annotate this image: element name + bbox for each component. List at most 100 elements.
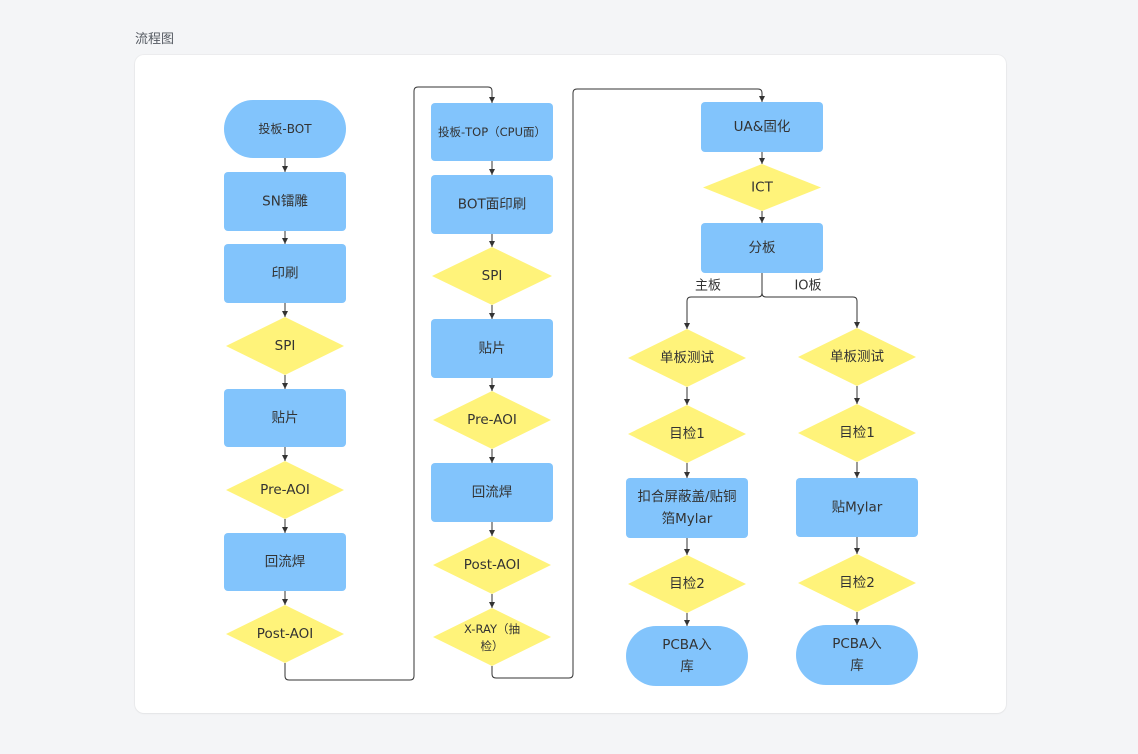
top-side-flow: 投板-TOP（CPU面） BOT面印刷 SPI 贴片 Pre-AOI 回流焊 P… <box>431 103 553 666</box>
process-shape <box>224 533 346 591</box>
node-label: 贴片 <box>272 410 299 426</box>
node-label-line-1: X-RAY（抽 <box>464 622 520 636</box>
decision-node-pre-aoi: Pre-AOI <box>433 391 551 449</box>
node-label-line-2: 检） <box>481 639 504 653</box>
node-label-line-1: PCBA入 <box>832 636 882 652</box>
decision-shape <box>226 605 344 663</box>
node-label: 投板-BOT <box>258 121 312 136</box>
column-link-connector <box>491 88 765 679</box>
node-label: Post-AOI <box>257 626 313 642</box>
process-node-shield-cover-mylar: 扣合屏蔽盖/贴铜 箔Mylar <box>626 478 748 538</box>
process-shape <box>701 102 823 152</box>
process-shape <box>224 389 346 447</box>
bot-side-flow: 投板-BOT SN镭雕 印刷 SPI 贴片 Pre-AOI 回流焊 Post- <box>224 100 346 663</box>
assembly-flow: UA&固化 ICT 分板 主板 IO板 <box>695 102 823 294</box>
end-node-pcba-storage: PCBA入 库 <box>796 625 918 685</box>
node-label: 目检1 <box>839 425 875 441</box>
node-label-line-1: 扣合屏蔽盖/贴铜 <box>637 489 736 505</box>
decision-shape <box>628 555 746 613</box>
decision-node-pre-aoi: Pre-AOI <box>226 461 344 519</box>
node-label: Pre-AOI <box>260 482 310 498</box>
main-board-branch: 单板测试 目检1 扣合屏蔽盖/贴铜 箔Mylar 目检2 PCBA入 库 <box>626 329 748 686</box>
node-label: SPI <box>275 338 296 354</box>
start-node-bot-loading: 投板-BOT <box>224 100 346 158</box>
node-label: BOT面印刷 <box>458 197 526 213</box>
node-label: 分板 <box>749 240 777 256</box>
terminal-shape <box>626 626 748 686</box>
process-node-ua-curing: UA&固化 <box>701 102 823 152</box>
node-label: Pre-AOI <box>467 412 517 428</box>
decision-shape <box>628 405 746 463</box>
decision-node-visual-inspection-1: 目检1 <box>798 404 916 462</box>
decision-shape <box>798 404 916 462</box>
branch-label-main-board: 主板 <box>695 279 721 294</box>
terminal-shape <box>796 625 918 685</box>
decision-node-visual-inspection-2: 目检2 <box>798 554 916 612</box>
process-node-reflow: 回流焊 <box>224 533 346 591</box>
node-label: UA&固化 <box>734 119 791 135</box>
process-shape <box>431 175 553 234</box>
decision-node-xray-sampling: X-RAY（抽 检） <box>433 608 551 666</box>
page-title: 流程图 <box>135 32 175 47</box>
node-label: 单板测试 <box>660 350 714 366</box>
node-label: SPI <box>482 268 503 284</box>
process-node-sn-laser-marking: SN镭雕 <box>224 172 346 231</box>
process-node-placement: 贴片 <box>224 389 346 447</box>
process-shape <box>224 172 346 231</box>
process-shape <box>431 103 553 161</box>
node-label: 投板-TOP（CPU面） <box>438 125 546 139</box>
node-label: 贴片 <box>479 341 506 357</box>
decision-shape <box>798 554 916 612</box>
column-link-connector <box>284 86 495 681</box>
process-node-printing: 印刷 <box>224 244 346 303</box>
process-node-reflow: 回流焊 <box>431 463 553 522</box>
end-node-pcba-storage: PCBA入 库 <box>626 626 748 686</box>
decision-shape <box>433 391 551 449</box>
decision-shape <box>432 247 552 305</box>
node-label: 贴Mylar <box>832 500 883 516</box>
node-label: 回流焊 <box>472 485 513 501</box>
decision-shape <box>433 536 551 594</box>
node-label: 目检1 <box>669 426 705 442</box>
node-label: 印刷 <box>272 266 299 282</box>
process-node-bot-face-printing: BOT面印刷 <box>431 175 553 234</box>
decision-node-ict: ICT <box>703 164 821 211</box>
decision-node-board-test: 单板测试 <box>798 328 916 386</box>
decision-node-post-aoi: Post-AOI <box>226 605 344 663</box>
node-label: 目检2 <box>839 575 875 591</box>
connectors <box>282 86 860 681</box>
node-label-line-2: 库 <box>680 659 694 675</box>
decision-shape <box>226 317 344 375</box>
decision-node-visual-inspection-1: 目检1 <box>628 405 746 463</box>
process-shape <box>431 319 553 378</box>
node-label: SN镭雕 <box>262 194 308 210</box>
node-label-line-1: PCBA入 <box>662 637 712 653</box>
decision-node-visual-inspection-2: 目检2 <box>628 555 746 613</box>
process-shape <box>224 244 346 303</box>
process-shape <box>701 223 823 273</box>
process-shape <box>796 478 918 537</box>
node-label-line-2: 箔Mylar <box>662 511 713 527</box>
decision-node-spi: SPI <box>226 317 344 375</box>
decision-shape <box>226 461 344 519</box>
decision-node-spi: SPI <box>432 247 552 305</box>
process-node-placement: 贴片 <box>431 319 553 378</box>
decision-shape <box>703 164 821 211</box>
node-label: 单板测试 <box>830 349 884 365</box>
node-label: 目检2 <box>669 576 705 592</box>
node-label-line-2: 库 <box>850 658 864 674</box>
decision-shape <box>433 608 551 666</box>
decision-node-board-test: 单板测试 <box>628 329 746 387</box>
process-shape <box>431 463 553 522</box>
branch-label-io-board: IO板 <box>794 279 821 294</box>
process-node-top-loading: 投板-TOP（CPU面） <box>431 103 553 161</box>
decision-shape <box>628 329 746 387</box>
node-label: Post-AOI <box>464 557 520 573</box>
terminal-shape <box>224 100 346 158</box>
node-label: ICT <box>751 180 773 196</box>
io-board-branch: 单板测试 目检1 贴Mylar 目检2 PCBA入 库 <box>796 328 918 685</box>
process-node-mylar: 贴Mylar <box>796 478 918 537</box>
decision-node-post-aoi: Post-AOI <box>433 536 551 594</box>
node-label: 回流焊 <box>265 554 306 570</box>
